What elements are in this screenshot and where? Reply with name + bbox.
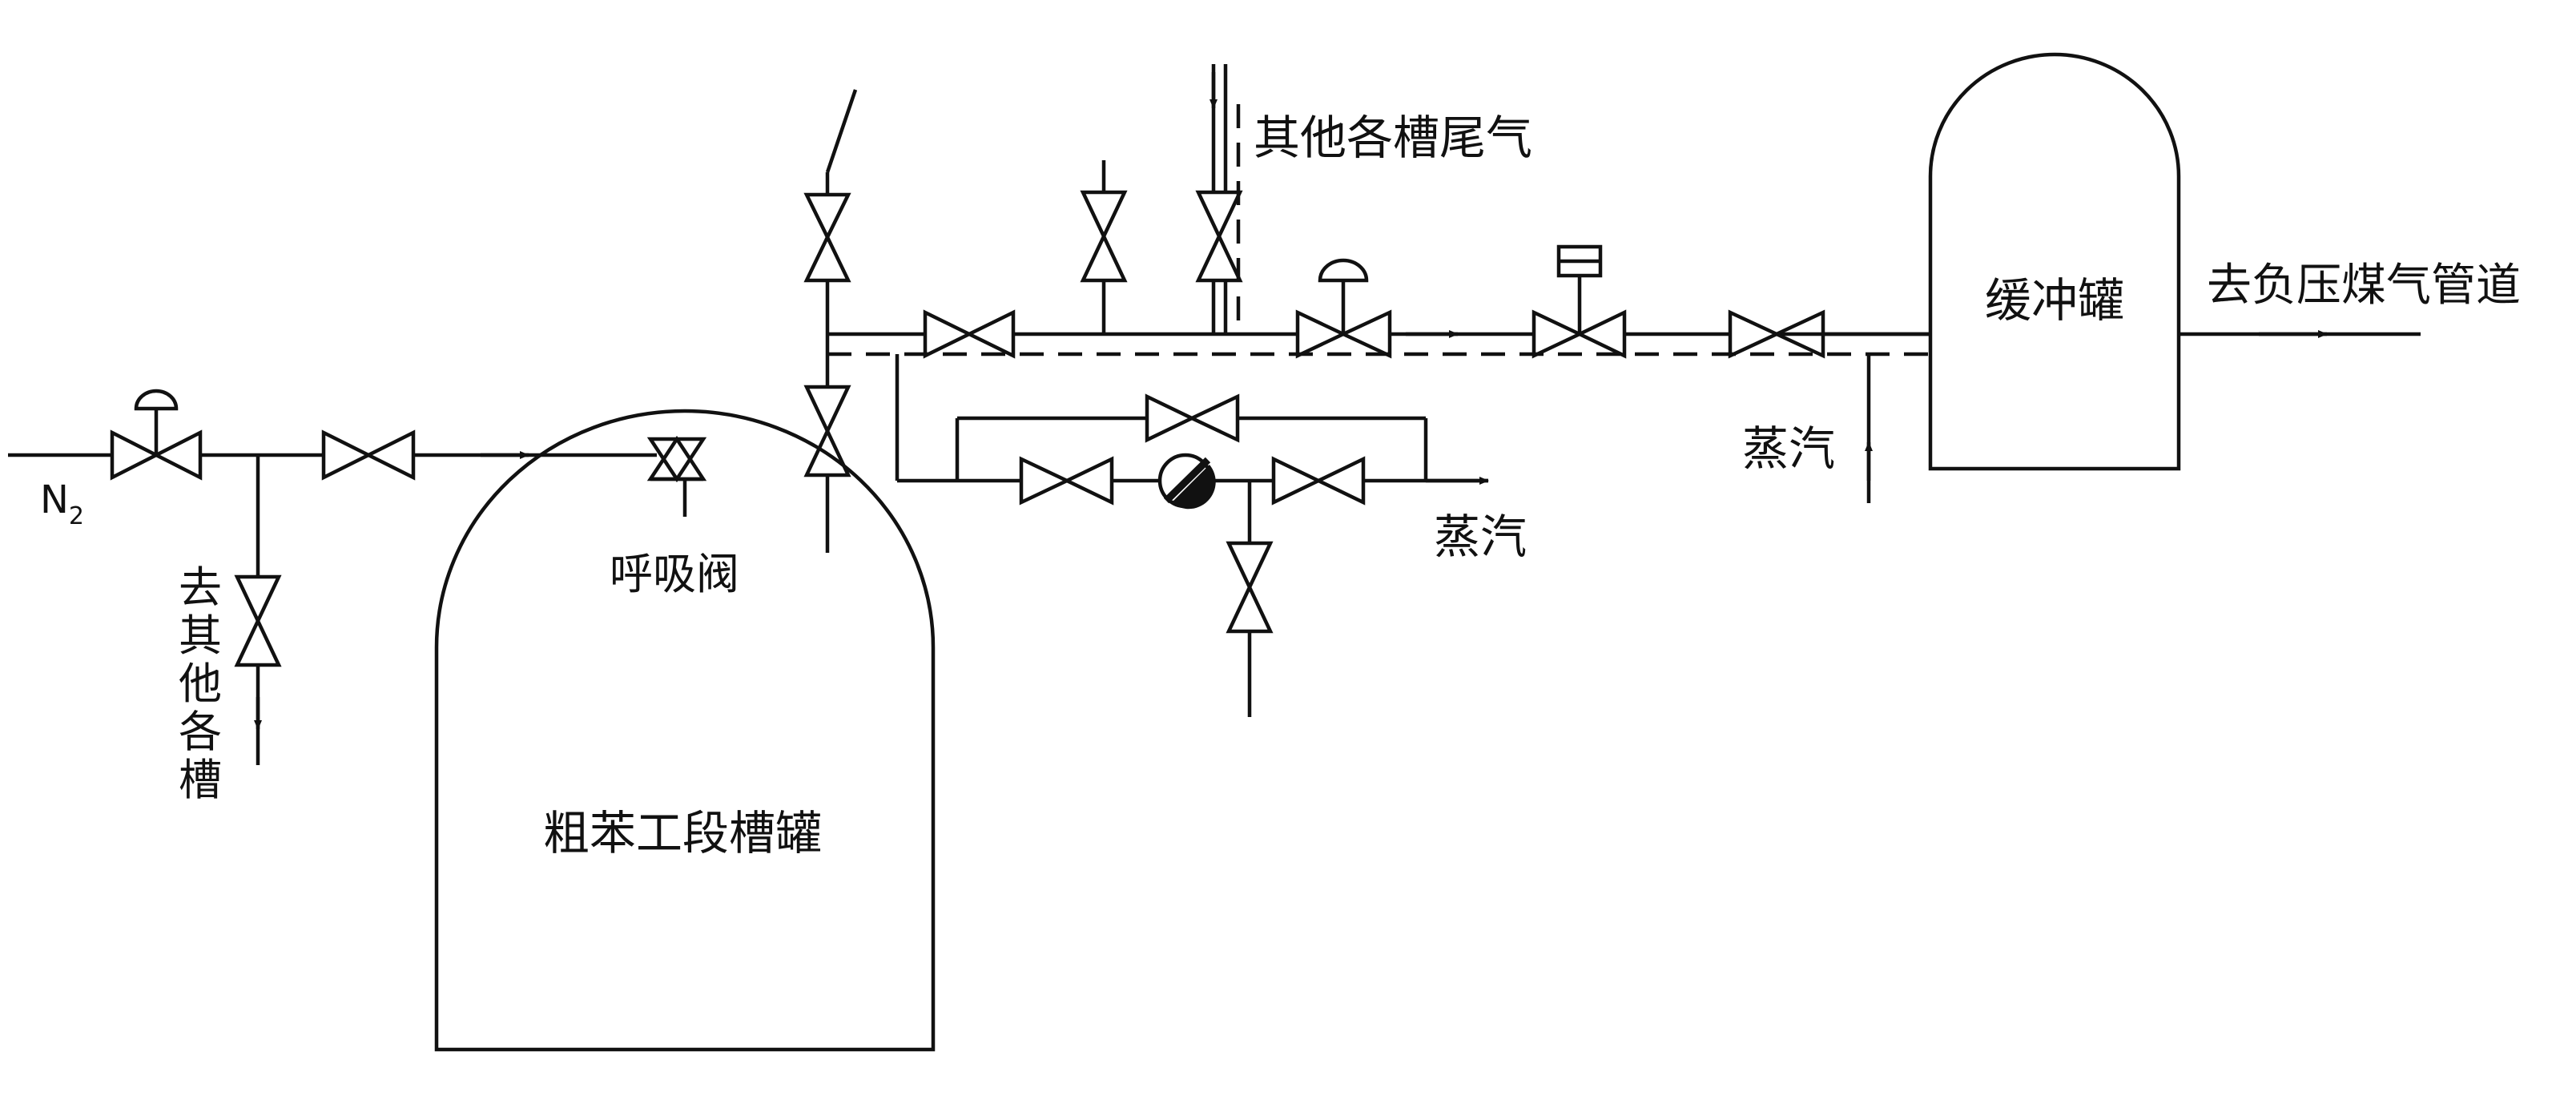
- branch-to-other-tanks: [234, 455, 282, 765]
- tail-gas-inlet: [1195, 64, 1243, 334]
- header-actuated-valve: [1532, 244, 1627, 359]
- steam-trap-loop: [895, 354, 1489, 485]
- header-manual-valve-1: [923, 309, 1016, 359]
- breather-valve-label: 呼吸阀: [610, 549, 739, 599]
- svg-text:槽: 槽: [179, 755, 222, 805]
- crude-benzene-tank: [434, 409, 936, 1052]
- breather-valve: [646, 435, 707, 517]
- trap-drain-valve: [1226, 481, 1274, 717]
- tail-gas-label: 其他各槽尾气: [1254, 111, 1532, 165]
- buffer-tank-label: 缓冲罐: [1985, 273, 2124, 328]
- svg-text:去: 去: [179, 562, 222, 613]
- vertical-vent-valve: [1080, 160, 1128, 334]
- trap-bypass-valve: [1145, 393, 1240, 443]
- n2-label: N2: [40, 477, 84, 530]
- steam-trap: [1157, 453, 1216, 510]
- svg-text:他: 他: [179, 659, 222, 709]
- crude-benzene-tank-label: 粗苯工段槽罐: [543, 806, 822, 860]
- svg-text:各: 各: [179, 707, 222, 757]
- buffer-tank: [1928, 52, 2181, 471]
- trap-outlet-valve: [1271, 456, 1366, 506]
- nitrogen-manual-valve: [321, 429, 416, 481]
- tank-vent-riser: [803, 89, 858, 553]
- to-other-tanks-label: 去 其 他 各 槽: [179, 562, 222, 805]
- steam-inlet-label: 蒸汽: [1742, 421, 1835, 476]
- svg-text:其: 其: [179, 610, 222, 661]
- trap-inlet-valve: [1019, 456, 1114, 506]
- gas-pipeline-label: 去负压煤气管道: [2207, 260, 2521, 312]
- header-manual-valve-2: [1728, 309, 1930, 359]
- nitrogen-control-valve: [110, 389, 203, 481]
- steam-outlet-label: 蒸汽: [1434, 510, 1527, 564]
- header-control-valve: [1295, 258, 1392, 359]
